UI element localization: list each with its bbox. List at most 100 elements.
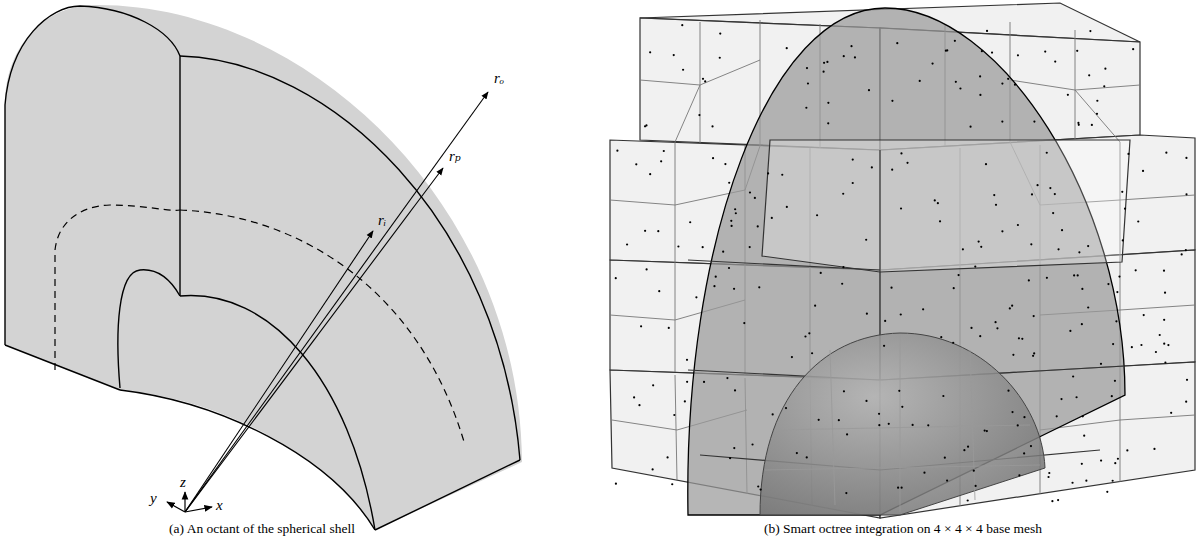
- integration-point: [1153, 448, 1155, 450]
- integration-point: [1116, 291, 1118, 293]
- integration-point: [806, 67, 808, 69]
- integration-point: [807, 82, 809, 84]
- integration-point: [975, 485, 977, 487]
- axis-label: y: [150, 490, 157, 507]
- integration-point: [900, 207, 902, 209]
- integration-point: [682, 69, 684, 71]
- integration-point: [1023, 416, 1025, 418]
- shell-body: [5, 5, 522, 530]
- integration-point: [1069, 330, 1071, 332]
- integration-point: [967, 499, 969, 501]
- integration-point: [1033, 352, 1035, 354]
- integration-point: [1076, 50, 1078, 52]
- integration-point: [751, 443, 753, 445]
- integration-point: [715, 276, 717, 278]
- integration-point: [1132, 48, 1134, 50]
- integration-point: [771, 217, 773, 219]
- integration-point: [1057, 248, 1059, 250]
- integration-point: [841, 283, 843, 285]
- integration-point: [767, 172, 769, 174]
- integration-point: [1036, 184, 1038, 186]
- integration-point: [728, 267, 730, 269]
- integration-point: [1143, 314, 1145, 316]
- integration-point: [1091, 124, 1093, 126]
- integration-point: [704, 80, 706, 82]
- integration-point: [995, 204, 997, 206]
- integration-point: [826, 61, 828, 63]
- integration-point: [760, 488, 762, 490]
- integration-point: [1032, 355, 1034, 357]
- radius-label: rₒ: [494, 70, 504, 87]
- integration-point: [852, 182, 854, 184]
- integration-point: [1104, 68, 1106, 70]
- integration-point: [963, 449, 965, 451]
- integration-point: [1085, 480, 1087, 482]
- integration-point: [1067, 94, 1069, 96]
- integration-point: [1051, 500, 1053, 502]
- integration-point: [868, 89, 870, 91]
- integration-point: [673, 414, 675, 416]
- integration-point: [743, 322, 745, 324]
- integration-point: [1112, 480, 1114, 482]
- integration-point: [1163, 343, 1165, 345]
- integration-point: [1163, 319, 1165, 321]
- integration-point: [1072, 375, 1074, 377]
- caption: (b) Smart octree integration on 4 × 4 × …: [764, 522, 1042, 537]
- integration-point: [1081, 288, 1083, 290]
- integration-point: [912, 424, 914, 426]
- radius-arrows: [185, 92, 488, 512]
- integration-point: [668, 327, 670, 329]
- integration-point: [1073, 274, 1075, 276]
- integration-point: [970, 327, 972, 329]
- integration-point: [1030, 243, 1032, 245]
- integration-point: [734, 208, 736, 210]
- integration-point: [635, 163, 637, 165]
- integration-point: [1155, 351, 1157, 353]
- integration-point: [969, 126, 971, 128]
- integration-point: [979, 75, 981, 77]
- integration-point: [734, 389, 736, 391]
- integration-point: [1088, 74, 1090, 76]
- integration-point: [1060, 398, 1062, 400]
- integration-point: [820, 272, 822, 274]
- integration-point: [957, 274, 959, 276]
- integration-point: [1103, 85, 1105, 87]
- radius-label: rₚ: [449, 148, 461, 165]
- integration-point: [937, 202, 939, 204]
- integration-point: [944, 457, 946, 459]
- integration-point: [645, 124, 647, 126]
- integration-point: [871, 166, 873, 168]
- integration-point: [1031, 193, 1033, 195]
- integration-point: [845, 492, 847, 494]
- integration-point: [866, 313, 868, 315]
- integration-point: [1075, 396, 1077, 398]
- integration-point: [823, 62, 825, 64]
- integration-point: [1023, 452, 1025, 454]
- integration-point: [719, 32, 721, 34]
- caption: (a) An octant of the spherical shell: [169, 522, 355, 537]
- integration-point: [616, 150, 618, 152]
- integration-point: [1089, 30, 1091, 32]
- integration-point: [652, 468, 654, 470]
- integration-point: [712, 157, 714, 159]
- integration-point: [1159, 334, 1161, 336]
- integration-point: [1077, 122, 1079, 124]
- integration-point: [891, 100, 893, 102]
- integration-point: [786, 47, 788, 49]
- integration-point: [804, 335, 806, 337]
- integration-point: [1185, 157, 1187, 159]
- integration-point: [940, 336, 942, 338]
- integration-point: [791, 356, 793, 358]
- integration-point: [985, 163, 987, 165]
- integration-point: [805, 107, 807, 109]
- integration-point: [686, 381, 688, 383]
- integration-point: [1137, 220, 1139, 222]
- integration-point: [986, 30, 988, 32]
- integration-point: [854, 56, 856, 58]
- integration-point: [1001, 230, 1003, 232]
- axis-label: x: [216, 497, 223, 514]
- integration-point: [1049, 187, 1051, 189]
- integration-point: [884, 320, 886, 322]
- integration-point: [758, 286, 760, 288]
